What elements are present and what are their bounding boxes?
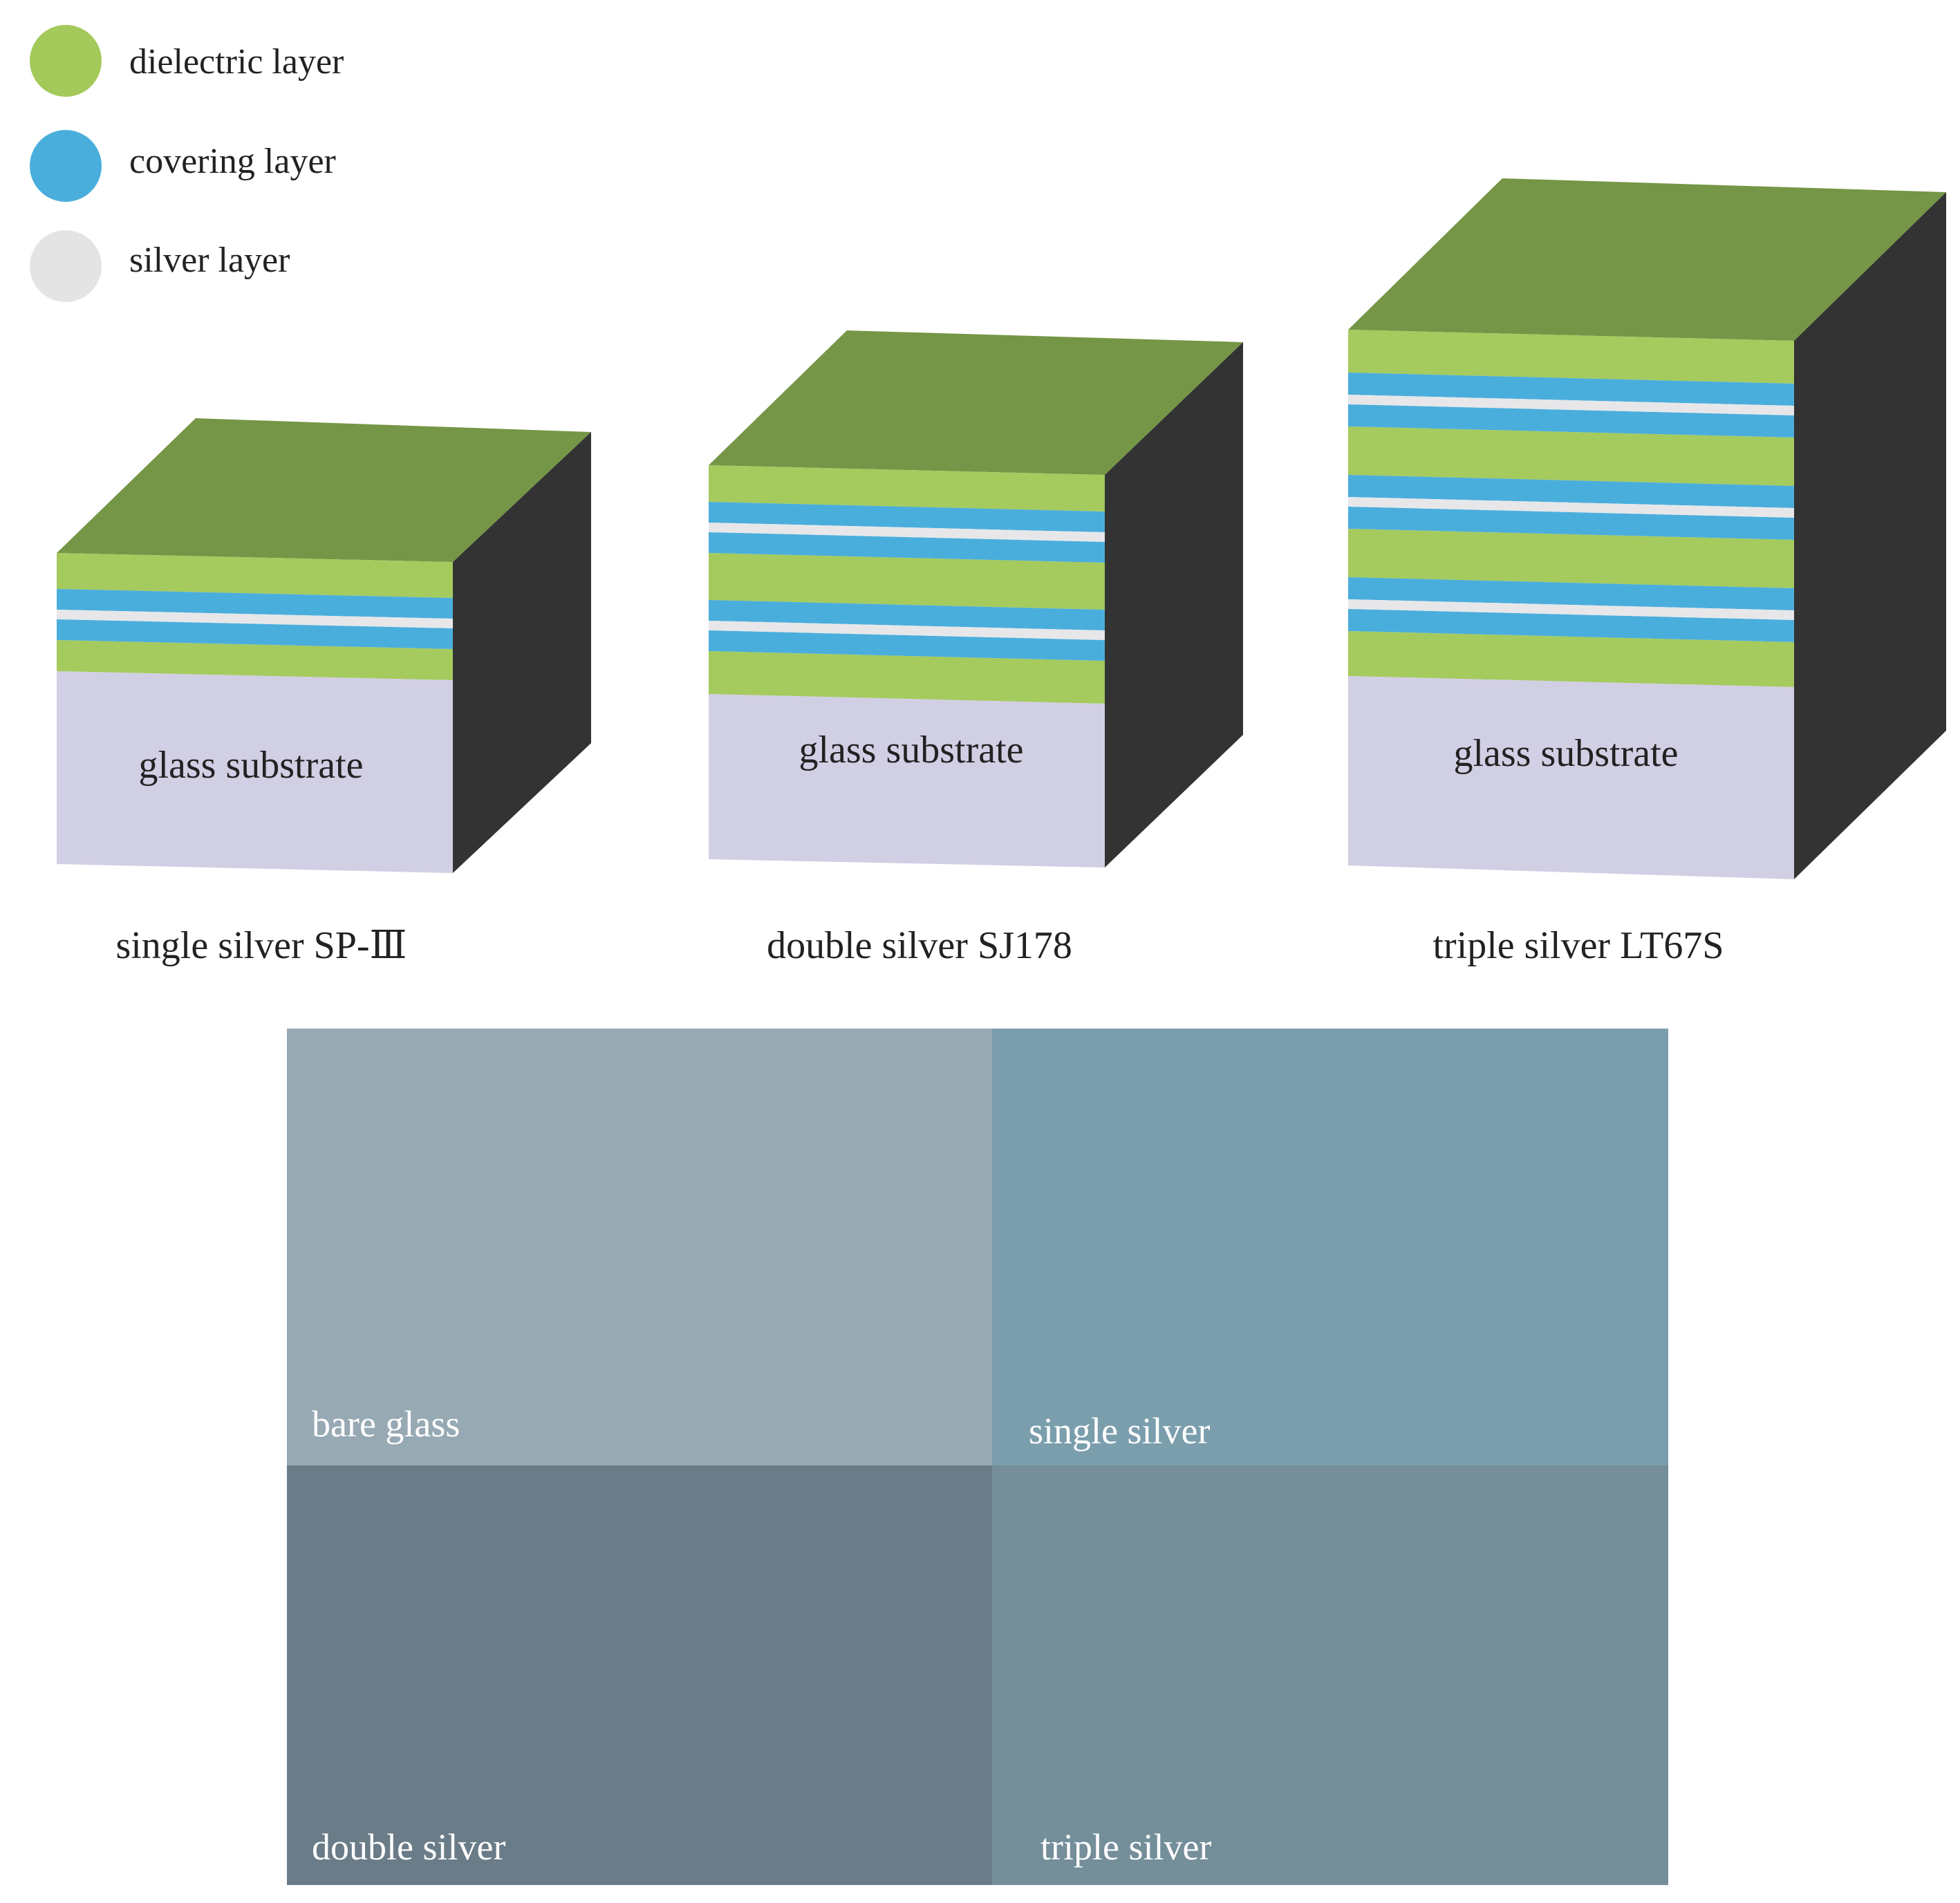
stack-top-face	[709, 330, 1243, 475]
substrate-label: glass substrate	[799, 729, 1023, 771]
dielectric-layer	[709, 651, 1105, 704]
legend-label-silver: silver layer	[129, 241, 290, 280]
dielectric-layer	[709, 553, 1105, 610]
stack-triple-silver: glass substrate	[1348, 178, 1946, 879]
photo-panel-bare-glass	[287, 1029, 992, 1465]
covering-layer	[57, 619, 453, 649]
silver-layer	[1348, 497, 1794, 518]
silver-layer	[1348, 599, 1794, 620]
dielectric-swatch-icon	[30, 25, 102, 97]
glass-substrate	[1348, 676, 1794, 879]
substrate-label: glass substrate	[138, 744, 363, 787]
stack-caption-double: double silver SJ178	[767, 924, 1072, 967]
stack-top-face	[57, 418, 591, 562]
photo-panel-double-silver	[287, 1465, 992, 1885]
dielectric-layer	[1348, 330, 1794, 384]
covering-layer	[709, 502, 1105, 532]
legend-item-dielectric: dielectric layer	[30, 25, 344, 97]
photo-panel-single-silver	[992, 1029, 1668, 1465]
stack-front-layers	[57, 553, 453, 873]
substrate-label: glass substrate	[1453, 732, 1678, 775]
stack-side-face	[453, 432, 591, 873]
silver-swatch-icon	[30, 230, 102, 302]
silver-layer	[709, 523, 1105, 542]
dielectric-layer	[1348, 529, 1794, 588]
dielectric-layer	[709, 465, 1105, 512]
photo-panel-triple-silver	[992, 1465, 1668, 1885]
legend-item-covering: covering layer	[30, 130, 336, 202]
photo-label-single-silver: single silver	[1029, 1410, 1210, 1452]
stack-single-silver: glass substrate	[57, 418, 591, 873]
stack-top-face	[1348, 178, 1946, 341]
dielectric-layer	[1348, 426, 1794, 486]
stack-front-layers	[709, 465, 1105, 868]
legend-label-dielectric: dielectric layer	[129, 42, 344, 82]
glass-substrate	[57, 671, 453, 873]
stack-caption-single: single silver SP-Ⅲ	[115, 924, 407, 967]
stack-front-layers	[1348, 330, 1794, 879]
stack-side-face	[1794, 192, 1946, 879]
silver-layer	[1348, 395, 1794, 415]
sample-photo-grid: bare glass single silver double silver t…	[287, 1029, 1668, 1885]
glass-substrate	[709, 694, 1105, 868]
photo-label-triple-silver: triple silver	[1040, 1826, 1211, 1868]
photo-label-double-silver: double silver	[312, 1826, 505, 1868]
covering-layer	[709, 630, 1105, 661]
covering-swatch-icon	[30, 130, 102, 202]
stack-double-silver: glass substrate	[709, 330, 1243, 868]
silver-layer	[57, 610, 453, 628]
silver-layer	[709, 621, 1105, 640]
legend-label-covering: covering layer	[129, 142, 336, 181]
legend: dielectric layer covering layer silver l…	[30, 25, 344, 302]
dielectric-layer	[57, 640, 453, 680]
dielectric-layer	[1348, 631, 1794, 687]
stack-caption-triple: triple silver LT67S	[1432, 924, 1724, 967]
covering-layer	[709, 532, 1105, 563]
covering-layer	[57, 589, 453, 619]
stack-side-face	[1105, 342, 1243, 868]
legend-item-silver: silver layer	[30, 230, 290, 302]
covering-layer	[709, 600, 1105, 630]
photo-label-bare-glass: bare glass	[312, 1403, 460, 1445]
dielectric-layer	[57, 553, 453, 598]
